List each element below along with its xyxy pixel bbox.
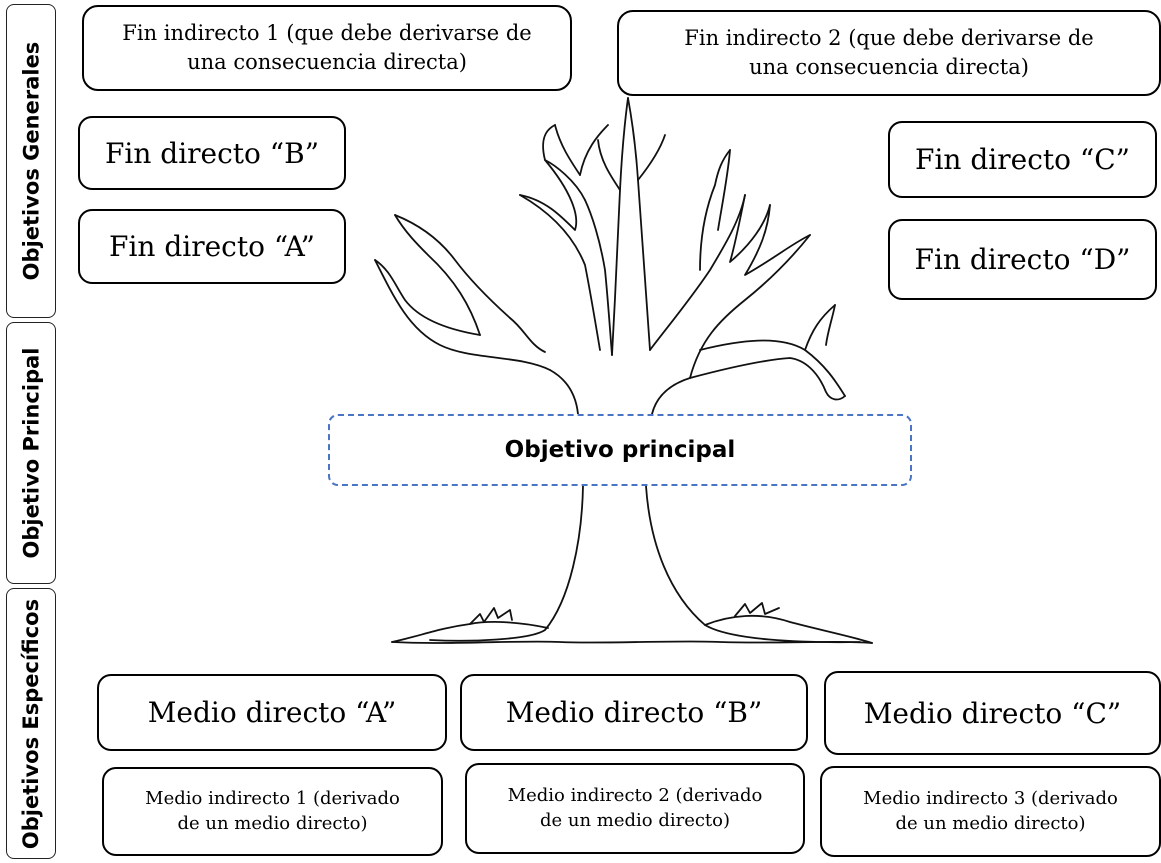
fin-directo-b-box: Fin directo “B” [78, 116, 346, 190]
medio-directo-c-box: Medio directo “C” [824, 671, 1161, 755]
label-objetivos-especificos-text: Objetivos Específicos [19, 598, 44, 849]
medio-indirecto-3-box: Medio indirecto 3 (derivado de un medio … [820, 766, 1161, 857]
fin-indirecto-1-text: Fin indirecto 1 (que debe derivarse de u… [122, 21, 532, 74]
medio-indirecto-1-box: Medio indirecto 1 (derivado de un medio … [102, 767, 443, 856]
medio-directo-b-box: Medio directo “B” [460, 674, 808, 751]
medio-indirecto-1-text: Medio indirecto 1 (derivado de un medio … [145, 788, 400, 834]
label-objetivo-principal: Objetivo Principal [6, 322, 56, 584]
label-objetivos-generales-text: Objetivos Generales [19, 41, 44, 281]
fin-directo-c-text: Fin directo “C” [915, 143, 1130, 176]
fin-directo-a-text: Fin directo “A” [109, 230, 315, 263]
fin-indirecto-2-box: Fin indirecto 2 (que debe derivarse de u… [617, 10, 1161, 96]
fin-directo-d-text: Fin directo “D” [914, 243, 1131, 276]
fin-indirecto-1-box: Fin indirecto 1 (que debe derivarse de u… [82, 5, 572, 91]
label-objetivos-generales: Objetivos Generales [6, 4, 56, 318]
medio-indirecto-2-box: Medio indirecto 2 (derivado de un medio … [465, 763, 805, 854]
objetivo-principal-text: Objetivo principal [504, 437, 736, 463]
medio-directo-c-text: Medio directo “C” [863, 696, 1122, 730]
fin-indirecto-2-text: Fin indirecto 2 (que debe derivarse de u… [684, 26, 1094, 79]
medio-directo-b-text: Medio directo “B” [505, 696, 763, 729]
label-objetivos-especificos: Objetivos Específicos [6, 588, 56, 859]
medio-directo-a-box: Medio directo “A” [97, 674, 447, 751]
fin-directo-d-box: Fin directo “D” [888, 219, 1157, 300]
medio-indirecto-2-text: Medio indirecto 2 (derivado de un medio … [507, 785, 763, 831]
medio-directo-a-text: Medio directo “A” [147, 696, 397, 729]
fin-directo-b-text: Fin directo “B” [104, 136, 320, 170]
fin-directo-c-box: Fin directo “C” [888, 121, 1157, 198]
fin-directo-a-box: Fin directo “A” [78, 209, 346, 284]
label-objetivo-principal-text: Objetivo Principal [19, 347, 43, 559]
objetivo-principal-box: Objetivo principal [328, 414, 912, 486]
medio-indirecto-3-text: Medio indirecto 3 (derivado de un medio … [863, 788, 1118, 834]
